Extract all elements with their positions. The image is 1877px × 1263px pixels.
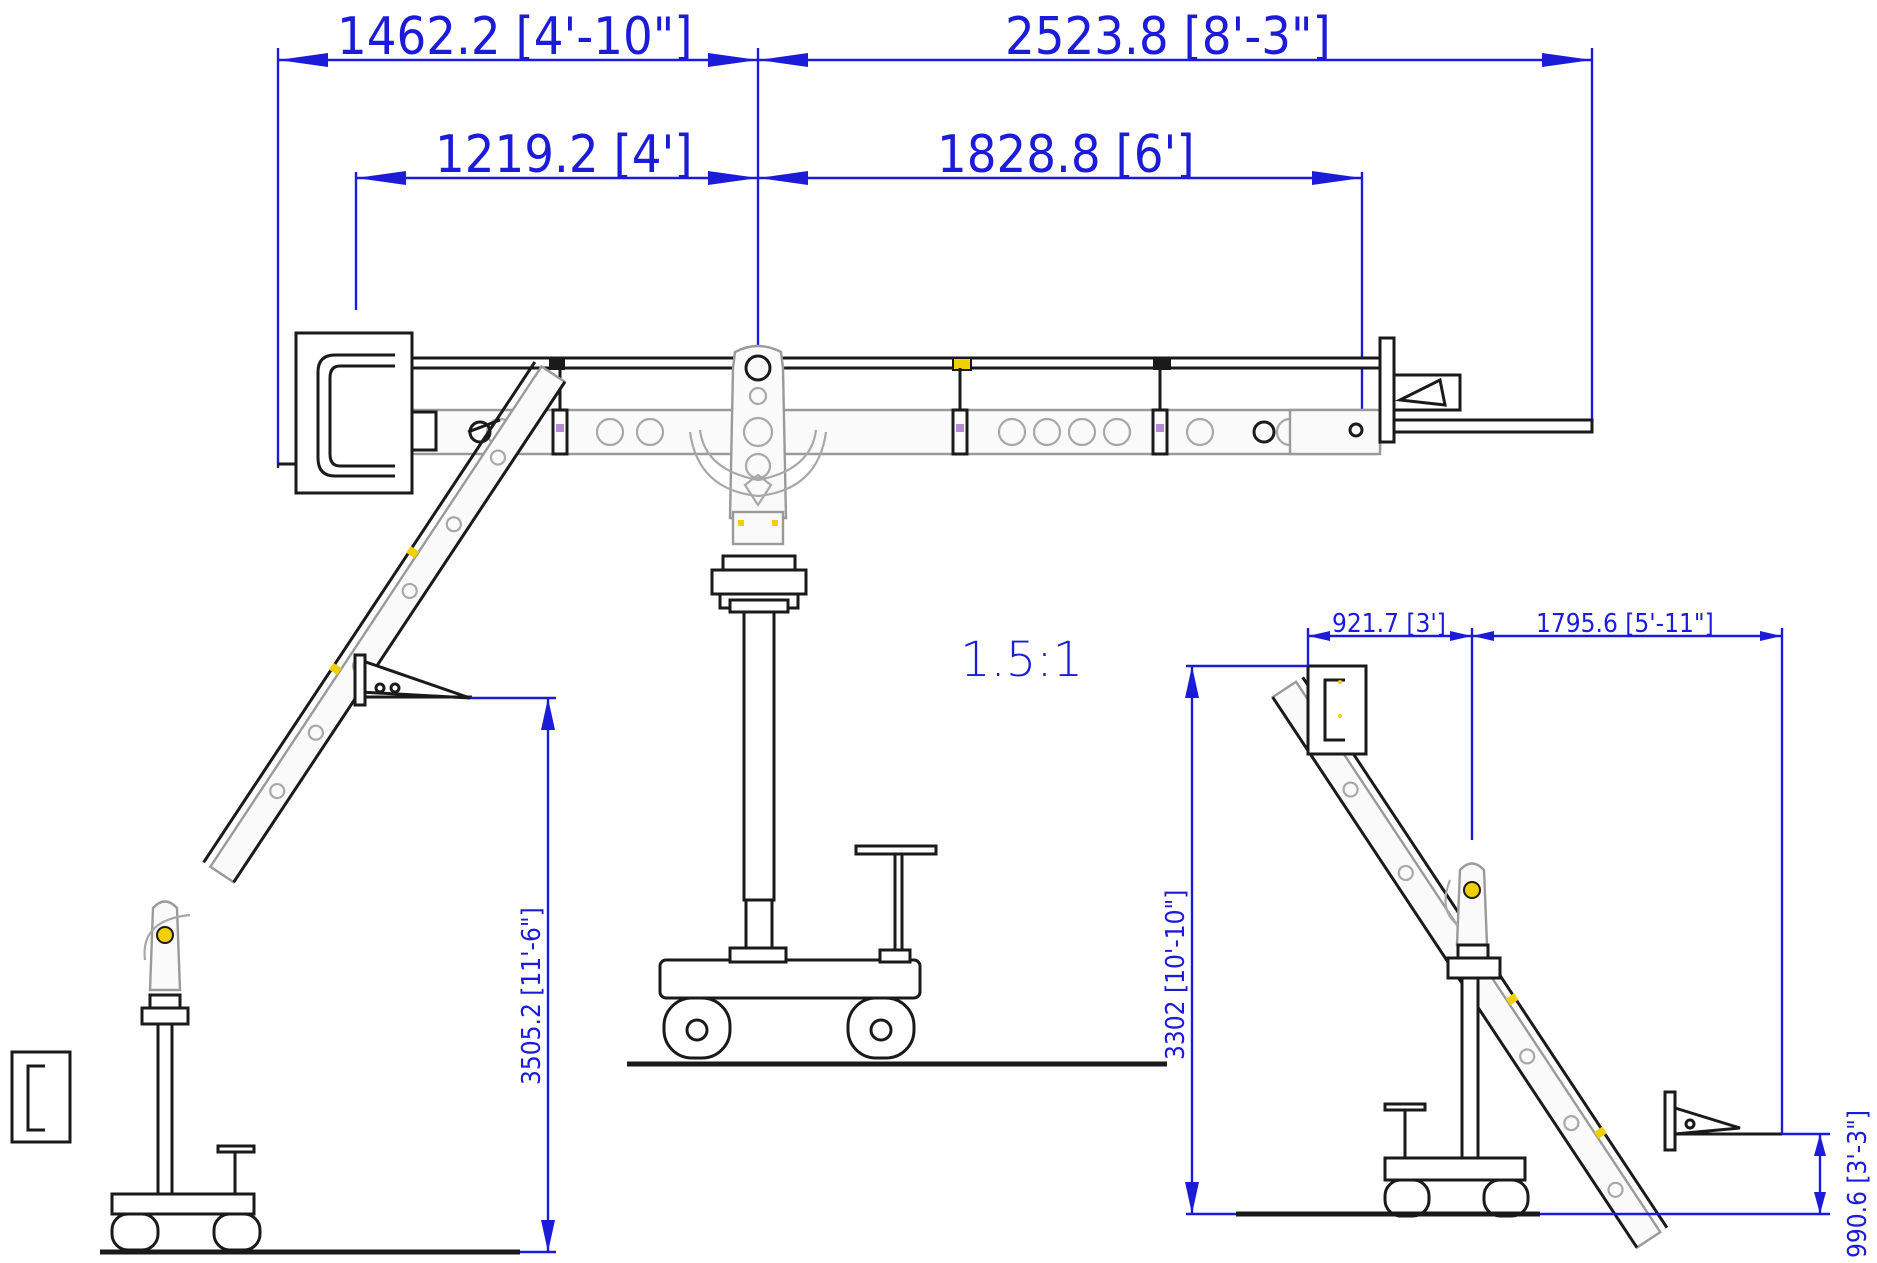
top-dimension-lines [276, 48, 1594, 468]
left-height-dimension [470, 696, 556, 1254]
scale-label: 1.5:1 [960, 632, 1083, 688]
dim-left-height: 3505.2 [11'-6"] [517, 907, 547, 1085]
dim-top-left-inner: 1219.2 [4'] [435, 125, 693, 185]
dim-right-reach-right: 1795.6 [5'-11"] [1536, 609, 1714, 639]
right-height-dimension [1185, 664, 1308, 1216]
dim-right-low-height: 990.6 [3'-3"] [1843, 1110, 1873, 1258]
right-low-height-dimension [1540, 1132, 1830, 1216]
crane-raised-low [1236, 664, 1782, 1250]
right-reach-dimensions [1306, 628, 1784, 1134]
dim-top-right-outer: 2523.8 [8'-3"] [1005, 7, 1331, 67]
crane-horizontal [278, 331, 1594, 1067]
crane-raised-high [10, 361, 567, 1255]
dim-right-reach-left: 921.7 [3'] [1332, 609, 1446, 639]
dim-top-left-outer: 1462.2 [4'-10"] [337, 7, 693, 67]
dim-top-right-inner: 1828.8 [6'] [937, 125, 1195, 185]
dim-right-height: 3302 [10'-10"] [1161, 890, 1191, 1060]
